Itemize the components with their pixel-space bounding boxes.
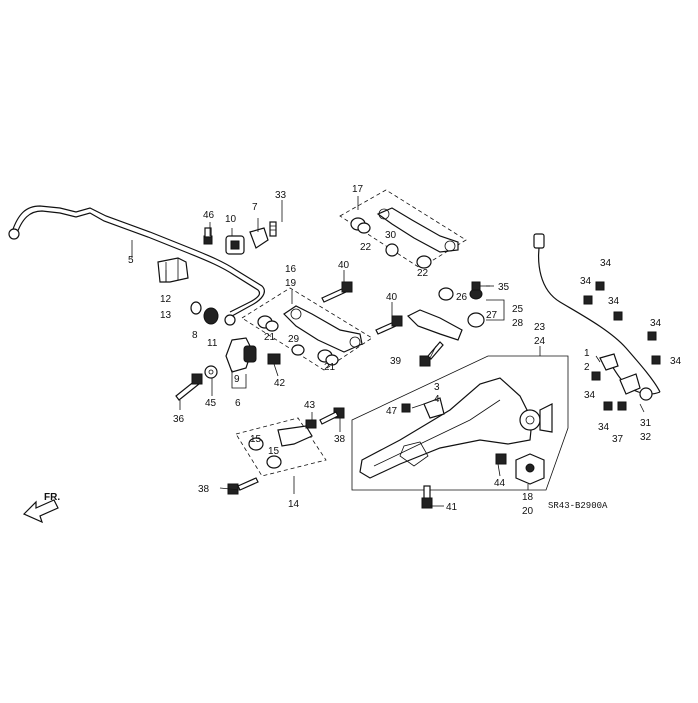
callout-29: 29: [288, 334, 300, 345]
callout-19: 19: [285, 278, 297, 289]
bolt-38-right: [319, 407, 345, 425]
stabilizer-bushing: [225, 235, 245, 255]
dust-shield: [515, 453, 545, 485]
callout-21a: 21: [264, 332, 276, 343]
washer-45: [204, 365, 218, 379]
bolt-38-left: [227, 477, 259, 495]
compensator-arm: [406, 287, 505, 341]
callout-46: 46: [203, 210, 215, 221]
bolt-36: [175, 373, 203, 401]
diagram-code: SR43-B2900A: [548, 501, 608, 511]
callout-labels: 5 12 13 10 7 33 46 8 11 9 6 36 45 42 16 …: [128, 184, 682, 517]
callout-11: 11: [207, 338, 218, 349]
callout-31: 31: [640, 418, 652, 429]
callout-18: 18: [522, 492, 534, 503]
callout-37: 37: [612, 434, 624, 445]
callout-15a: 15: [250, 434, 262, 445]
callout-7: 7: [252, 202, 258, 213]
leader-lines: [131, 196, 645, 507]
trailing-arm-group: [351, 355, 569, 491]
callout-2: 2: [584, 362, 590, 373]
bracket-3-4: [423, 397, 445, 419]
callout-47: 47: [386, 406, 398, 417]
front-direction-arrow: FR.: [22, 492, 60, 524]
callout-6: 6: [235, 398, 241, 409]
lower-arm-group: [339, 189, 467, 269]
callout-17: 17: [352, 184, 364, 195]
callout-25: 25: [512, 304, 524, 315]
bolt-41: [421, 485, 433, 509]
nut-42: [267, 353, 281, 365]
callout-42: 42: [274, 378, 286, 389]
stabilizer-link: [225, 337, 257, 389]
link-14-group: [235, 417, 327, 477]
callout-32: 32: [640, 432, 652, 443]
callout-9: 9: [234, 374, 240, 385]
callout-39: 39: [390, 356, 402, 367]
bushing-8: [190, 301, 202, 315]
callout-34c: 34: [608, 296, 620, 307]
callout-10: 10: [225, 214, 237, 225]
callout-38a: 38: [198, 484, 210, 495]
callout-23: 23: [534, 322, 546, 333]
callout-3: 3: [434, 382, 440, 393]
callout-38b: 38: [334, 434, 346, 445]
callout-15b: 15: [268, 446, 280, 457]
callout-4: 4: [434, 394, 440, 405]
callout-34e: 34: [670, 356, 682, 367]
callout-5: 5: [128, 255, 134, 266]
callout-34g: 34: [598, 422, 610, 433]
callout-44: 44: [494, 478, 506, 489]
callout-24: 24: [534, 336, 546, 347]
callout-41: 41: [446, 502, 458, 513]
abs-sensor-harness: [533, 233, 661, 401]
callout-8: 8: [192, 330, 198, 341]
callout-26: 26: [456, 292, 468, 303]
callout-40a: 40: [338, 260, 350, 271]
callout-22b: 22: [417, 268, 429, 279]
stabilizer-bar: [8, 205, 265, 326]
bolt-47: [401, 403, 411, 413]
callout-34f: 34: [584, 390, 596, 401]
callout-34b: 34: [580, 276, 592, 287]
bolt-33: [269, 221, 277, 237]
callout-28: 28: [512, 318, 524, 329]
callout-34d: 34: [650, 318, 662, 329]
callout-21b: 21: [324, 362, 336, 373]
callout-34a: 34: [600, 258, 612, 269]
callout-16: 16: [285, 264, 297, 275]
callout-35: 35: [498, 282, 510, 293]
callout-1: 1: [584, 348, 590, 359]
callout-22a: 22: [360, 242, 372, 253]
bolt-37: [617, 401, 627, 411]
stabilizer-bracket: [157, 257, 189, 283]
callout-30: 30: [385, 230, 397, 241]
callout-40b: 40: [386, 292, 398, 303]
nut-43: [305, 419, 317, 429]
upper-arm-group: [241, 287, 373, 371]
callout-45: 45: [205, 398, 217, 409]
callout-43: 43: [304, 400, 316, 411]
callout-27: 27: [486, 310, 498, 321]
bushing-holder: [249, 227, 269, 249]
callout-14: 14: [288, 499, 300, 510]
callout-36: 36: [173, 414, 185, 425]
bolts-34: [583, 281, 661, 411]
bolt-46: [203, 227, 213, 245]
callout-33: 33: [275, 190, 287, 201]
bolt-40-upper: [321, 281, 353, 303]
callout-20: 20: [522, 506, 534, 517]
nut-44: [495, 453, 507, 465]
callout-13: 13: [160, 310, 172, 321]
bolt-39: [419, 341, 444, 367]
direction-label: FR.: [44, 492, 60, 503]
callout-12: 12: [160, 294, 172, 305]
bolt-40-lower: [375, 315, 403, 335]
bushing-11: [203, 307, 219, 325]
